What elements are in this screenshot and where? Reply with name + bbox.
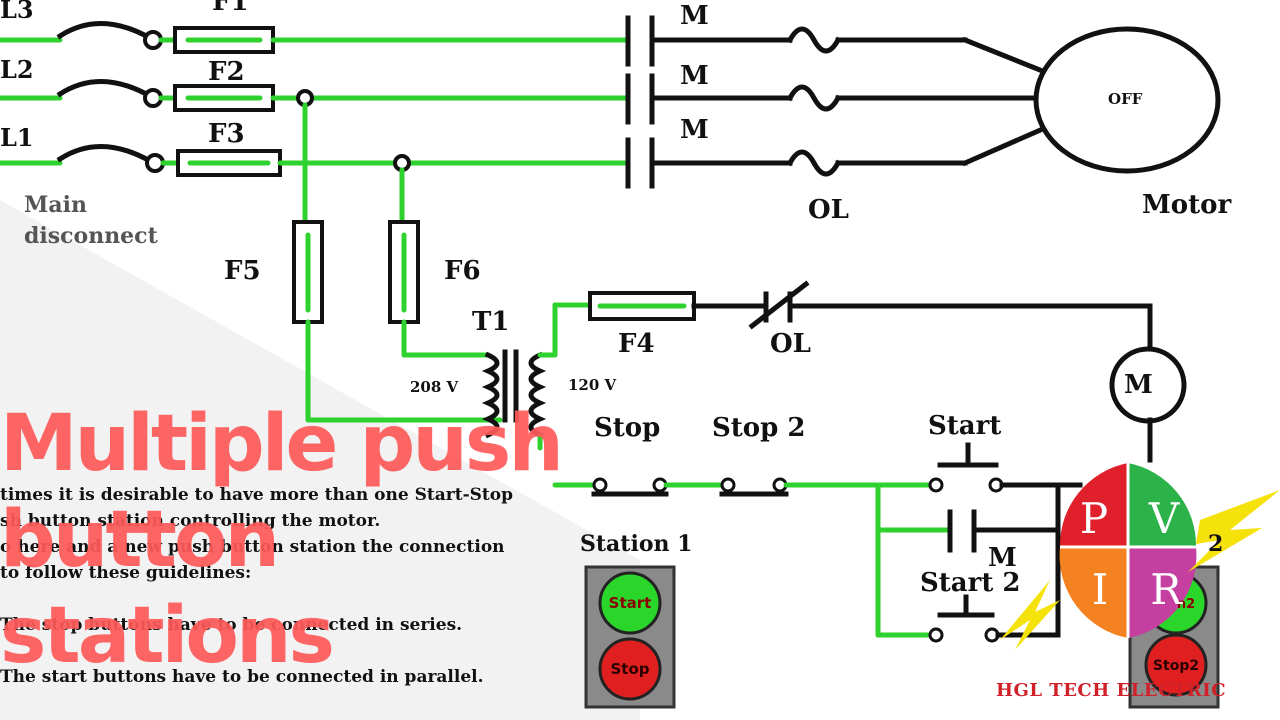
label-f1: F1 <box>212 0 249 17</box>
label-stop1: Stop <box>594 413 660 443</box>
label-f5: F5 <box>224 256 261 286</box>
label-t1: T1 <box>472 307 509 337</box>
motor <box>1033 26 1221 174</box>
label-aux-m: M <box>988 543 1017 573</box>
lightning-icon <box>1188 490 1280 572</box>
line-l1 <box>0 144 631 177</box>
pvir-i: I <box>1092 565 1109 614</box>
label-l2: L2 <box>0 55 34 84</box>
line-l2 <box>0 79 631 112</box>
background-shade <box>0 200 640 720</box>
label-m3: M <box>680 115 709 145</box>
pvir-p: P <box>1080 494 1108 543</box>
transformer <box>481 302 593 451</box>
main-disconnect-line1: Main <box>24 192 87 218</box>
control-fuses <box>292 102 503 423</box>
label-f6: F6 <box>444 256 481 286</box>
station1-title: Station 1 <box>580 531 692 557</box>
lightning-icon-2 <box>1000 580 1060 650</box>
motor-state: OFF <box>1108 90 1143 108</box>
label-l1: L1 <box>0 123 34 152</box>
label-f4: F4 <box>618 329 655 359</box>
label-start1: Start <box>928 411 1001 441</box>
station-1 <box>584 565 676 709</box>
label-f3: F3 <box>208 119 245 149</box>
line-l3 <box>0 21 631 54</box>
main-disconnect-line2: disconnect <box>24 223 159 249</box>
station1-start-label: Start <box>609 594 652 612</box>
station2-title: 2 <box>1208 531 1223 557</box>
label-l3: L3 <box>0 0 34 24</box>
label-start2: Start 2 <box>920 568 1020 598</box>
label-120v: 120 V <box>568 376 617 394</box>
pvir-r: R <box>1150 565 1183 614</box>
label-coil-m: M <box>1124 370 1153 400</box>
pvir-logo <box>1000 463 1280 650</box>
station1-stop-button <box>598 637 662 701</box>
station2-start-label: n2 <box>1177 597 1195 612</box>
label-ol-power: OL <box>808 195 849 225</box>
station1-start-button <box>598 571 662 635</box>
label-stop2: Stop 2 <box>712 413 805 443</box>
pvir-v: V <box>1148 494 1180 543</box>
motor-label: Motor <box>1142 190 1231 220</box>
main-contacts <box>625 15 793 189</box>
station1-stop-label: Stop <box>610 660 649 678</box>
label-f2: F2 <box>208 57 245 87</box>
station2-stop-label: Stop2 <box>1153 658 1199 674</box>
station2-stop-button <box>1144 633 1208 697</box>
overload-heaters <box>786 26 1049 177</box>
label-208v: 208 V <box>410 378 459 396</box>
label-ol-control: OL <box>770 329 811 359</box>
label-m1: M <box>680 1 709 31</box>
label-m2: M <box>680 61 709 91</box>
